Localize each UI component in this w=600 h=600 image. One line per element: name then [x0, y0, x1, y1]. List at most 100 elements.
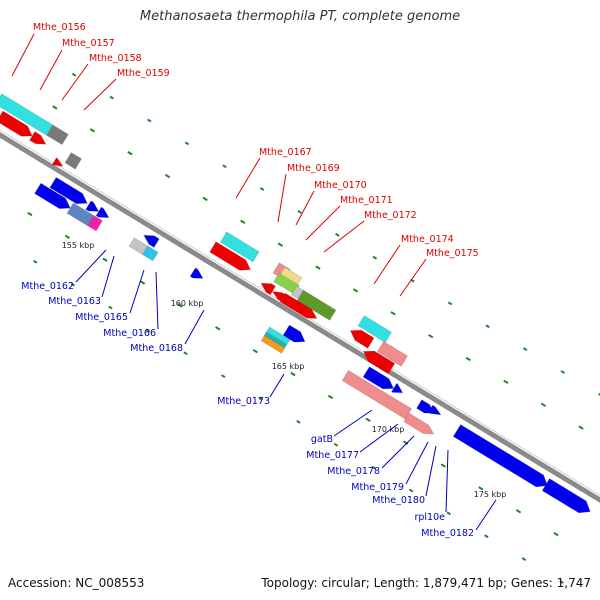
leader-line	[359, 423, 399, 453]
leader-line	[381, 435, 415, 469]
gene-label-bottom: Mthe_0177	[306, 450, 359, 461]
gene-feature	[45, 124, 69, 146]
gc-mark	[27, 211, 33, 217]
gene-feature	[28, 130, 47, 145]
gene-feature	[282, 324, 306, 343]
gene-feature	[33, 182, 71, 210]
gene-feature	[189, 267, 204, 279]
leader-line	[235, 157, 261, 199]
accession-text: Accession: NC_008553	[8, 576, 145, 590]
gc-mark	[560, 370, 566, 374]
gene-label-top: Mthe_0175	[426, 248, 479, 259]
gc-mark	[202, 196, 208, 202]
gene-feature	[541, 477, 591, 514]
gene-feature	[341, 369, 413, 420]
gene-label-top: Mthe_0170	[314, 180, 367, 191]
gene-label-top: Mthe_0167	[259, 147, 312, 158]
gc-mark	[315, 265, 321, 270]
gene-feature	[0, 110, 33, 137]
gene-feature	[390, 382, 404, 394]
gene-label-top: Mthe_0174	[401, 234, 454, 245]
gene-label-top: Mthe_0156	[33, 22, 86, 33]
gc-mark	[109, 95, 114, 100]
leader-line	[269, 373, 285, 398]
gc-mark	[478, 486, 484, 491]
gc-mark	[177, 303, 183, 308]
gc-mark	[102, 257, 108, 262]
gc-mark	[553, 531, 559, 537]
gc-mark	[71, 72, 77, 77]
gene-feature	[219, 231, 260, 263]
gene-feature	[260, 334, 286, 354]
gc-mark	[220, 374, 226, 379]
gene-label-bottom: Mthe_0162	[21, 281, 74, 292]
gene-feature	[86, 214, 104, 232]
gene-label-top: Mthe_0157	[62, 38, 115, 49]
gene-feature	[427, 404, 442, 416]
gc-mark	[327, 394, 334, 400]
scale-tick-label: 155 kbp	[62, 241, 95, 250]
gc-mark	[222, 164, 227, 169]
leader-line	[305, 205, 341, 241]
gene-label-bottom: Mthe_0179	[351, 482, 404, 493]
gene-feature	[271, 290, 286, 302]
leader-line	[155, 271, 159, 330]
gene-feature	[279, 292, 318, 319]
gc-mark	[485, 324, 490, 329]
leader-line	[425, 445, 437, 497]
gc-mark	[365, 417, 371, 422]
gc-mark	[296, 419, 301, 424]
gc-mark	[540, 402, 547, 407]
gc-mark	[252, 349, 258, 354]
gc-mark	[503, 379, 509, 385]
gc-mark	[259, 187, 265, 191]
gc-mark	[428, 333, 434, 339]
leader-line	[323, 220, 365, 253]
gc-mark	[515, 509, 522, 514]
gc-mark	[183, 351, 188, 356]
gene-feature	[403, 412, 435, 435]
gene-feature	[209, 241, 252, 271]
gc-mark	[465, 356, 471, 362]
gene-feature	[64, 151, 83, 170]
gc-mark	[335, 232, 340, 237]
gene-label-bottom: Mthe_0173	[217, 396, 270, 407]
gc-mark	[70, 282, 76, 287]
leader-line	[39, 49, 63, 91]
gc-mark	[390, 311, 396, 316]
leader-line	[399, 258, 427, 297]
leader-line	[75, 249, 107, 283]
leader-line	[11, 33, 35, 77]
gene-feature	[141, 245, 159, 262]
gene-label-top: Mthe_0172	[364, 210, 417, 221]
gene-feature	[362, 366, 395, 390]
gene-feature	[51, 156, 64, 167]
leader-line	[295, 190, 315, 226]
leader-line	[101, 255, 115, 298]
gc-mark	[333, 442, 339, 447]
gc-mark	[559, 580, 564, 584]
gc-mark	[215, 326, 221, 331]
gc-mark	[521, 557, 527, 561]
gene-label-bottom: Mthe_0166	[103, 328, 156, 339]
gc-mark	[297, 210, 302, 214]
gc-mark	[127, 151, 133, 156]
gc-mark	[440, 463, 446, 468]
gene-label-bottom: Mthe_0182	[421, 528, 474, 539]
gene-feature	[85, 200, 100, 212]
gene-feature	[452, 423, 549, 488]
gc-mark	[108, 305, 113, 310]
scale-tick-label: 170 kbp	[372, 425, 405, 434]
gc-mark	[408, 488, 414, 493]
gene-feature	[296, 289, 337, 321]
leader-line	[475, 499, 497, 531]
gene-label-bottom: rpl10e	[414, 512, 445, 523]
scale-tick-label: 160 kbp	[171, 299, 204, 308]
gc-mark	[522, 347, 528, 352]
gene-label-bottom: Mthe_0163	[48, 296, 101, 307]
gc-mark	[578, 425, 584, 430]
gc-mark	[371, 465, 376, 470]
gc-mark	[147, 118, 152, 123]
leader-line	[83, 78, 117, 111]
